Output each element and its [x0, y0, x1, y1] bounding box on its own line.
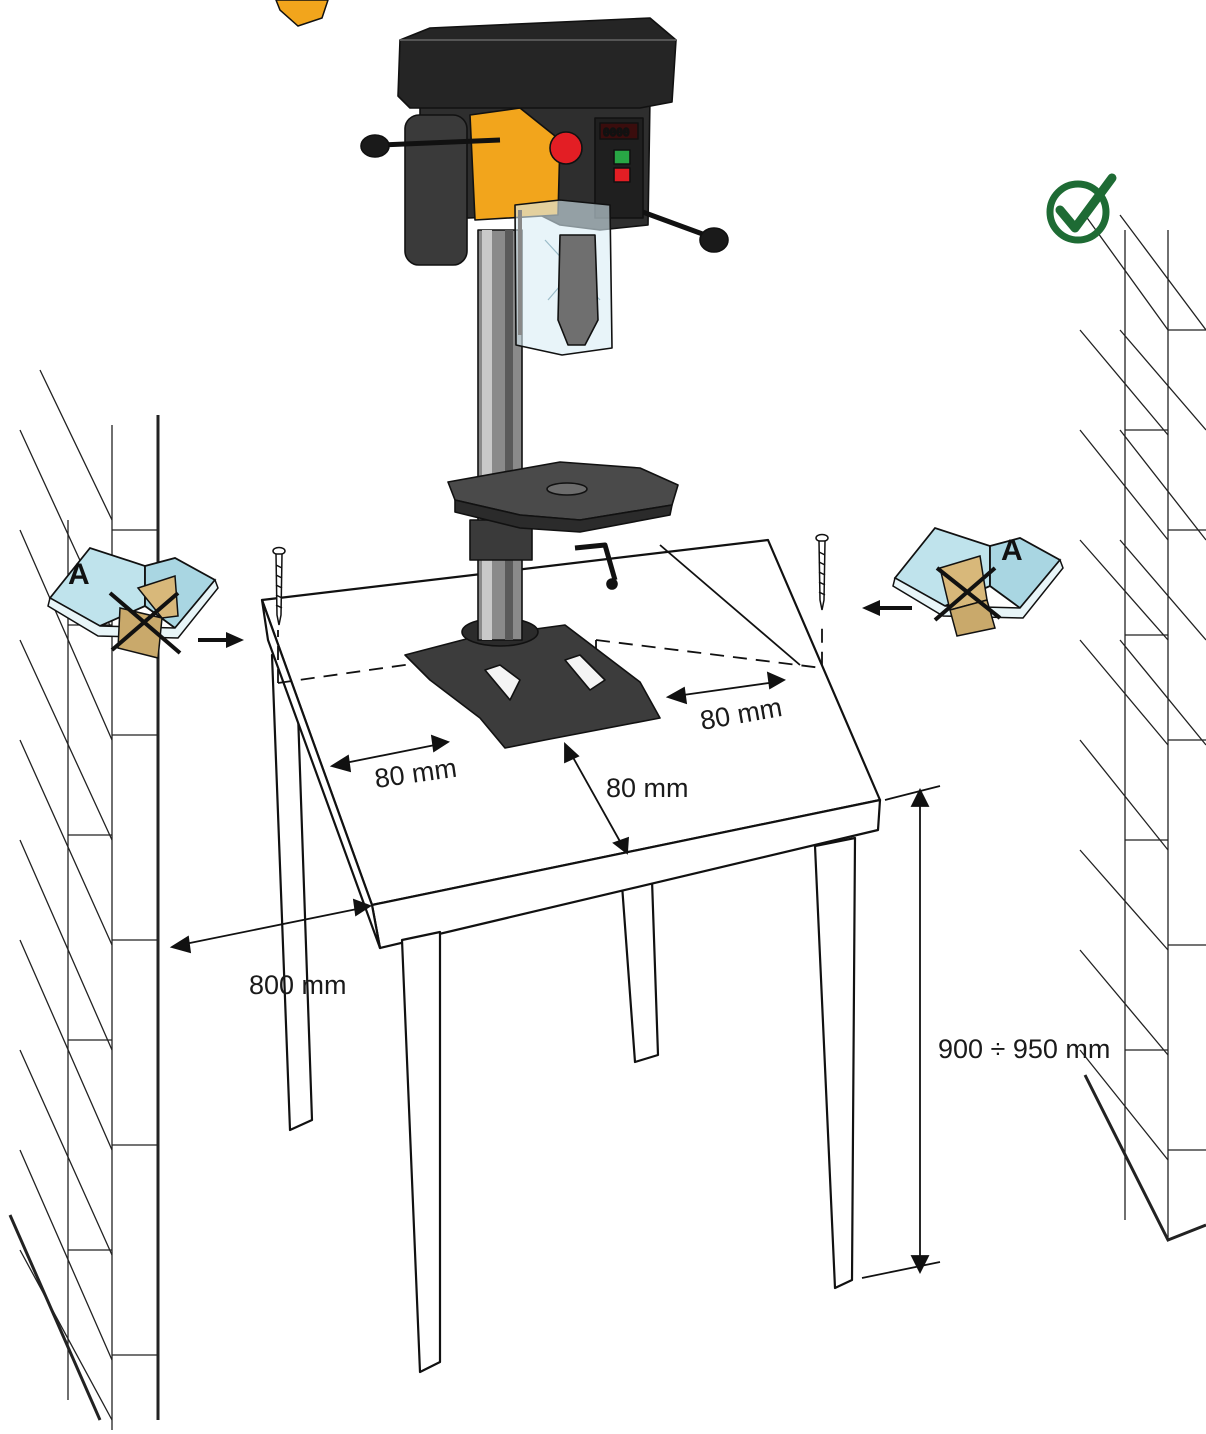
drill-motor-mount [469, 107, 561, 221]
screw-icon [272, 546, 286, 626]
dim-front-margin: 80 mm [606, 773, 689, 803]
dimension-lines [169, 544, 941, 1279]
manual-letter: A [68, 558, 90, 591]
arrow-right-icon [198, 632, 244, 648]
drill-press: 0000 [360, 17, 729, 749]
table-leg-front-right [813, 836, 857, 1290]
table-leg-back-right [620, 878, 660, 1064]
arrow-left-icon [862, 600, 912, 616]
dim-wall-clearance: 800 mm [249, 970, 347, 1000]
drill-chuck [557, 234, 599, 346]
dim-table-height: 900 ÷ 950 mm [938, 1034, 1110, 1064]
checkmark-icon [1046, 173, 1117, 244]
feed-handle-left [360, 134, 501, 158]
cropped-object [275, 0, 329, 27]
display-readout: 0000 [603, 126, 630, 139]
right-wall [1079, 214, 1206, 1242]
digital-display [599, 122, 639, 140]
left-wall [8, 369, 160, 1430]
emergency-stop-button [549, 131, 583, 165]
manual-letter: A [1001, 534, 1023, 567]
start-switch [613, 149, 631, 165]
drill-belt-cover [397, 17, 677, 109]
screw-icon [815, 533, 829, 611]
stop-switch [613, 167, 631, 183]
table-leg-front-left [400, 930, 442, 1374]
table-left-edge [260, 598, 382, 950]
manual-book-icon: A [47, 546, 219, 659]
drill-motor [404, 114, 468, 266]
manual-book-icon: A [892, 526, 1064, 637]
